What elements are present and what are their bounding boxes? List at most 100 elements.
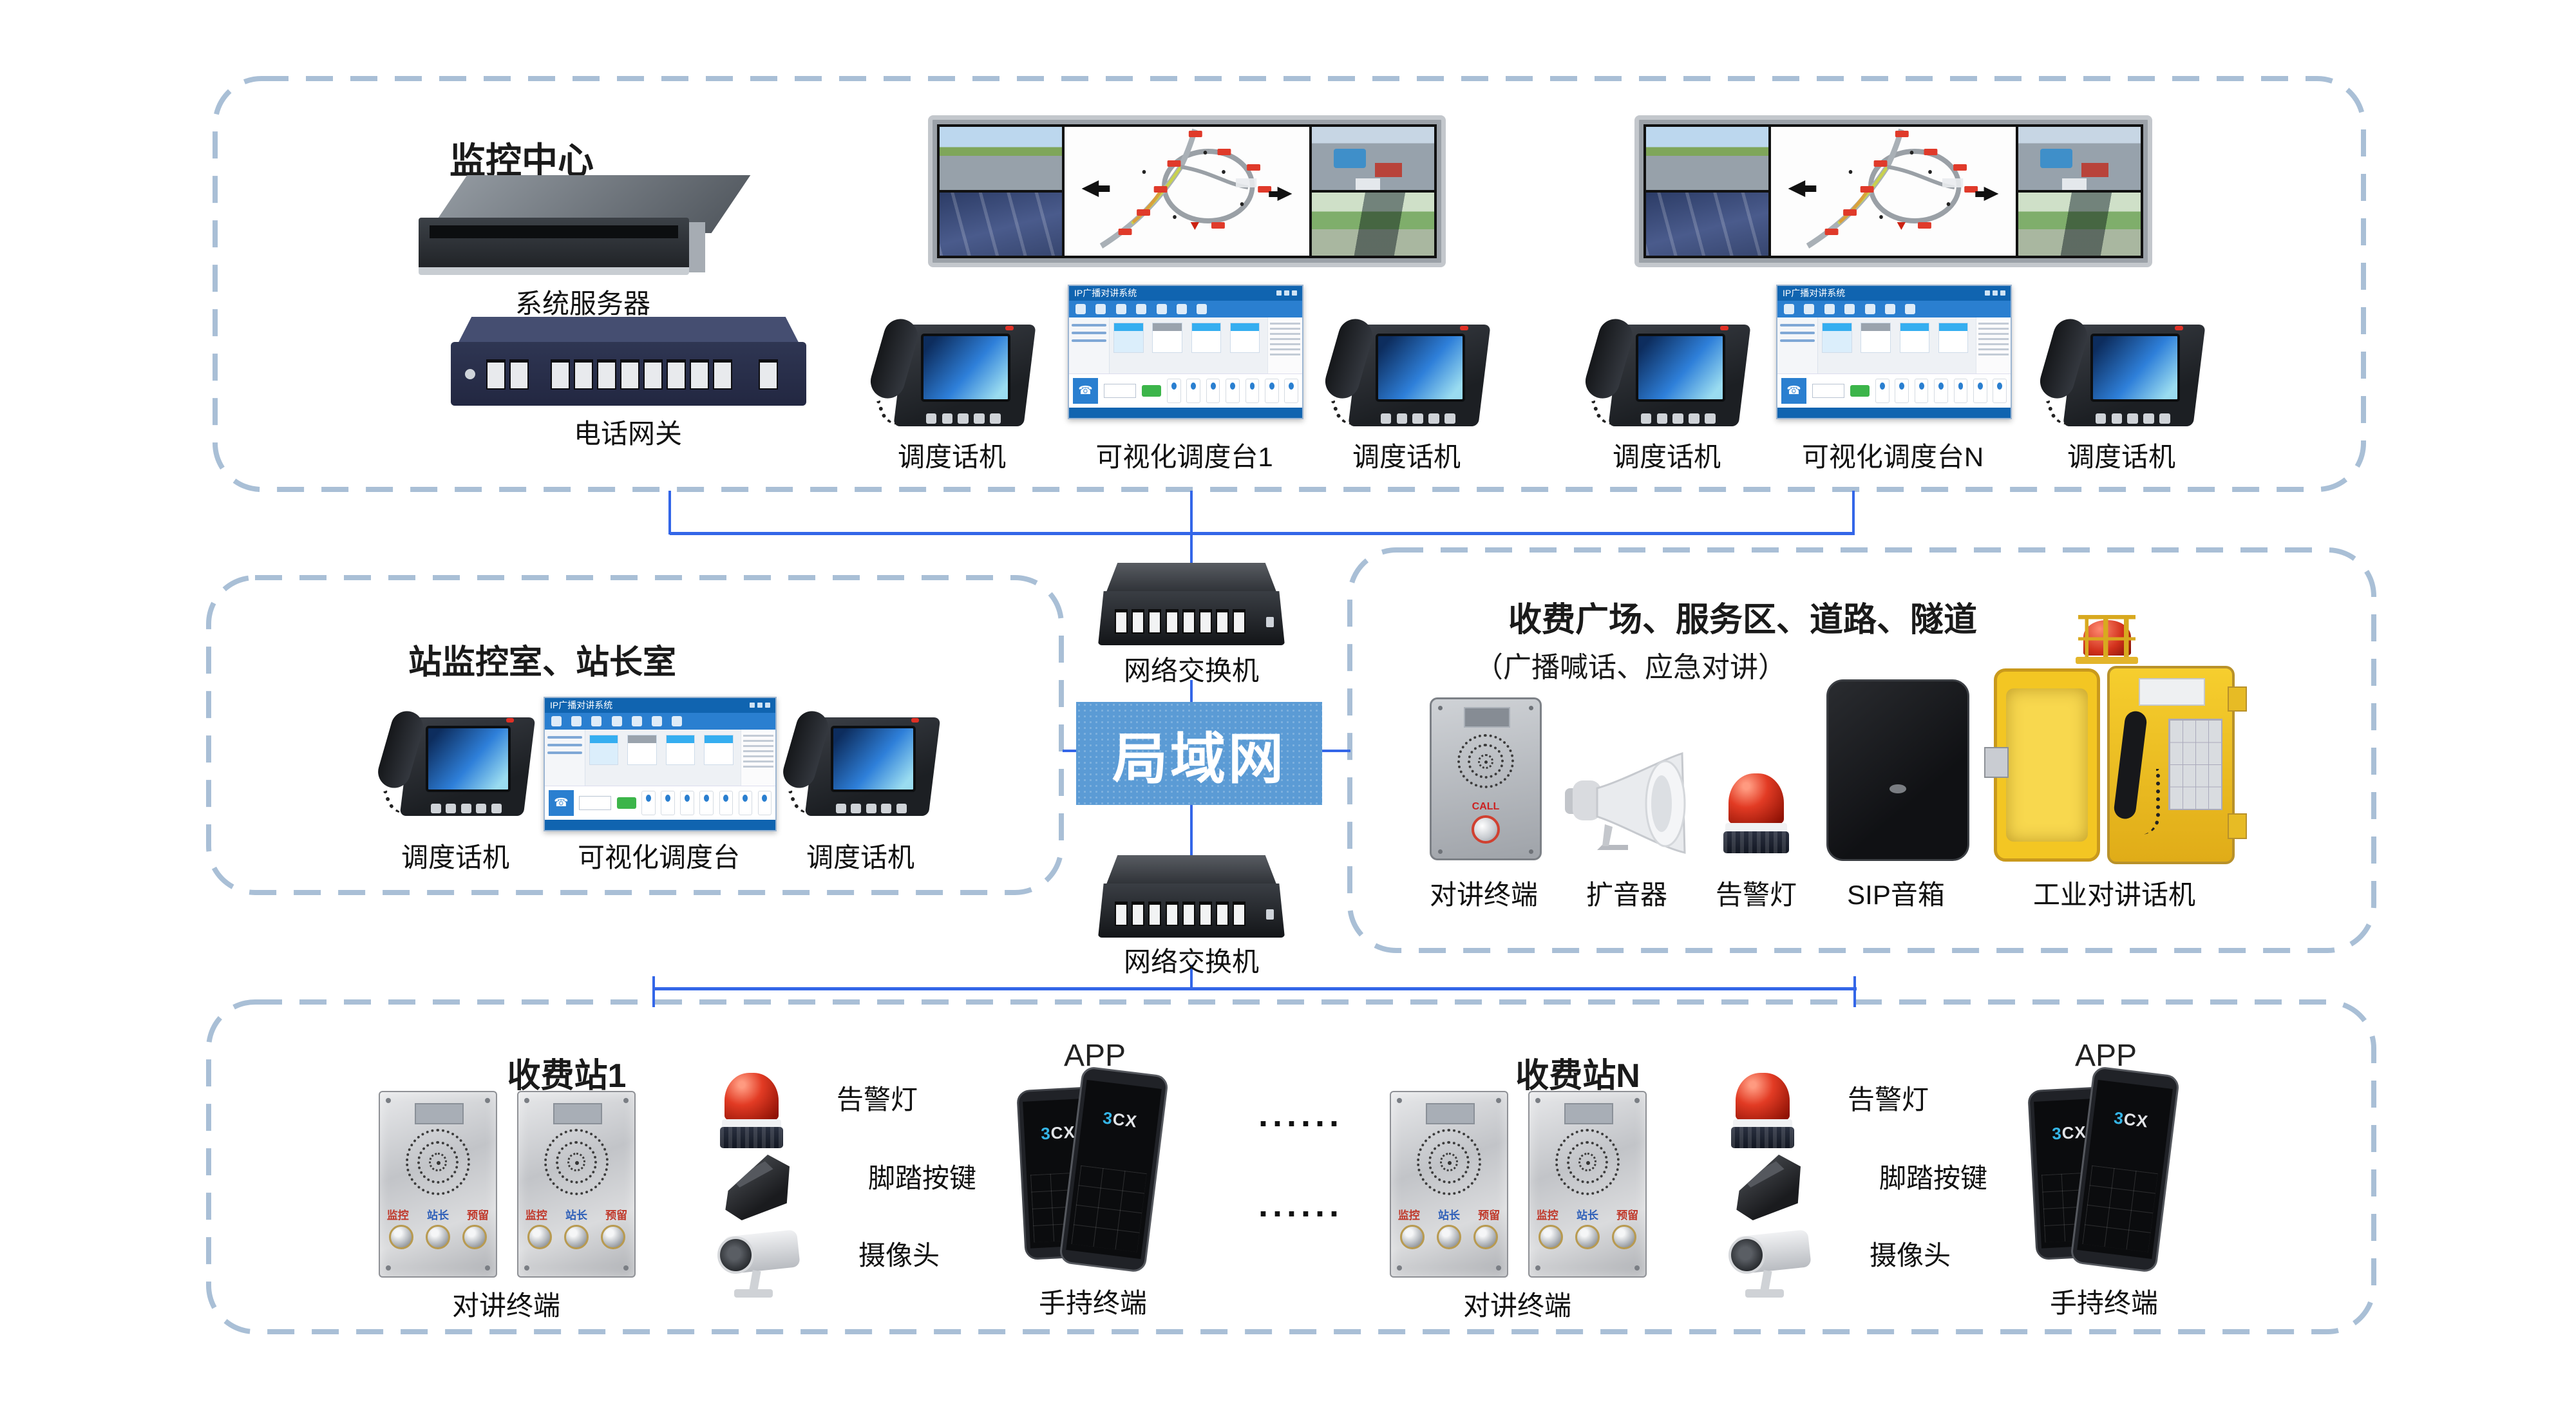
window-controls [750, 703, 770, 708]
link-lan-stationroom [1063, 750, 1078, 752]
intercom-display [1564, 1103, 1613, 1124]
extension-card [1861, 323, 1891, 353]
button-label-stationmaster: 站长 [1576, 1209, 1598, 1222]
call-action-button [699, 791, 714, 815]
button-label-reserved: 预留 [467, 1209, 489, 1222]
phone-led [911, 718, 920, 723]
console-titlebar: IP广播对讲系统 [1777, 286, 2011, 301]
phone-gateway [451, 317, 806, 406]
network-switch-bottom [1098, 855, 1285, 938]
console-main [1818, 317, 1976, 374]
extension-card [1822, 323, 1852, 353]
call-action-button [1167, 379, 1181, 403]
call-action-button [1186, 379, 1201, 403]
console-statusbar [1777, 407, 2011, 418]
call-action-button [1875, 379, 1889, 403]
speaker-grille [405, 1129, 471, 1196]
console-main [585, 730, 741, 786]
intercom-button-labels: 监控 站长 预留 [526, 1206, 627, 1222]
call-action-button [1206, 379, 1220, 403]
console-log-panel [1267, 317, 1302, 374]
bus-line-top [670, 532, 1855, 535]
window-controls [1276, 290, 1297, 296]
switch-led [1266, 617, 1274, 627]
link-bus-station1 [652, 976, 655, 1007]
console-sidebar [545, 730, 585, 786]
beacon-base [1731, 1127, 1794, 1148]
camera-bracket [1745, 1289, 1785, 1298]
toll-intercom-panel: 监控 站长 预留 [1390, 1091, 1508, 1278]
dial-button [616, 797, 636, 809]
console-sidebar [1069, 317, 1110, 374]
dispatch-console-window: IP广播对讲系统 ☎ [544, 697, 777, 831]
phone-screen [1635, 334, 1725, 402]
console-titlebar: IP广播对讲系统 [1069, 286, 1302, 301]
button-label-stationmaster: 站长 [565, 1209, 587, 1222]
phone-led [506, 718, 515, 723]
intercom-label: 对讲终端 [451, 1290, 561, 1321]
dispatch-console-window: IP广播对讲系统 ☎ [1776, 285, 2012, 419]
dial-button [1850, 385, 1870, 397]
console-callbar: ☎ [1069, 373, 1302, 408]
call-action-button [719, 791, 733, 815]
window-controls [1985, 290, 2005, 296]
alarm-beacon [1721, 773, 1791, 858]
visual-dispatch-console-N: IP广播对讲系统 ☎ [1776, 285, 2012, 419]
video-wall-2 [1634, 115, 2152, 267]
call-action-button [738, 791, 752, 815]
bus-line-bottom [654, 987, 1857, 990]
visual-dispatch-console: IP广播对讲系统 ☎ [544, 697, 777, 831]
pedal-body [725, 1155, 790, 1220]
toll-intercom-panel: 监控 站长 预留 [517, 1091, 636, 1278]
call-action-button [1226, 379, 1240, 403]
extension-card [1899, 323, 1929, 353]
network-switch-top [1098, 563, 1285, 645]
intercom-call-buttons [1539, 1224, 1636, 1249]
number-input [1812, 383, 1845, 399]
phone-keys [1640, 413, 1716, 424]
link-gateway-bus [668, 491, 671, 534]
link-console1-switch [1190, 491, 1193, 567]
phone-label: 调度话机 [401, 842, 510, 873]
cctv-camera [1725, 1229, 1817, 1306]
horn-speaker [1564, 748, 1692, 860]
link-switch-lan [1190, 680, 1193, 706]
beacon-band [1725, 822, 1787, 833]
beacon-band [722, 1119, 781, 1128]
console-log-panel [1975, 317, 2011, 374]
industrial-beacon [2076, 615, 2139, 668]
beacon-base [720, 1127, 783, 1148]
console-callbar: ☎ [545, 786, 775, 820]
ellipsis: ...... [1258, 1095, 1344, 1134]
beacon-dome [724, 1073, 779, 1121]
phone-label: 调度话机 [2067, 442, 2176, 472]
dispatch-console-window: IP广播对讲系统 ☎ [1068, 285, 1303, 419]
call-button [1472, 815, 1500, 844]
console-toolbar [1069, 300, 1302, 318]
system-server [419, 175, 751, 275]
phone-led [2175, 325, 2183, 330]
server-label: 系统服务器 [515, 288, 651, 319]
console-label: 可视化调度台1 [1095, 442, 1273, 472]
call-action-button [757, 791, 772, 815]
call-label: CALL [1472, 801, 1500, 813]
extension-card [1938, 323, 1968, 353]
phone-screen [425, 726, 511, 793]
alarm-beacon [1729, 1073, 1796, 1153]
switch-led [1266, 909, 1274, 920]
cctv-photo-highway [940, 127, 1062, 190]
toll-intercom-panel: 监控 站长 预留 [379, 1091, 497, 1278]
intercom-button-labels: 监控 站长 预留 [1398, 1206, 1500, 1222]
cctv-photo-traffic [1312, 127, 1434, 190]
cctv-photo-traffic [2018, 127, 2141, 190]
dispatch-phone [779, 707, 941, 819]
console-main [1110, 317, 1267, 374]
extension-card [704, 735, 734, 765]
cctv-photo-hills [2018, 193, 2141, 256]
extension-card [589, 735, 619, 765]
dial-button [1142, 385, 1162, 397]
intercom-call-buttons [1400, 1224, 1498, 1249]
phone-screen [920, 334, 1010, 402]
intercom-display [415, 1103, 464, 1124]
camera-lens [717, 1236, 754, 1274]
